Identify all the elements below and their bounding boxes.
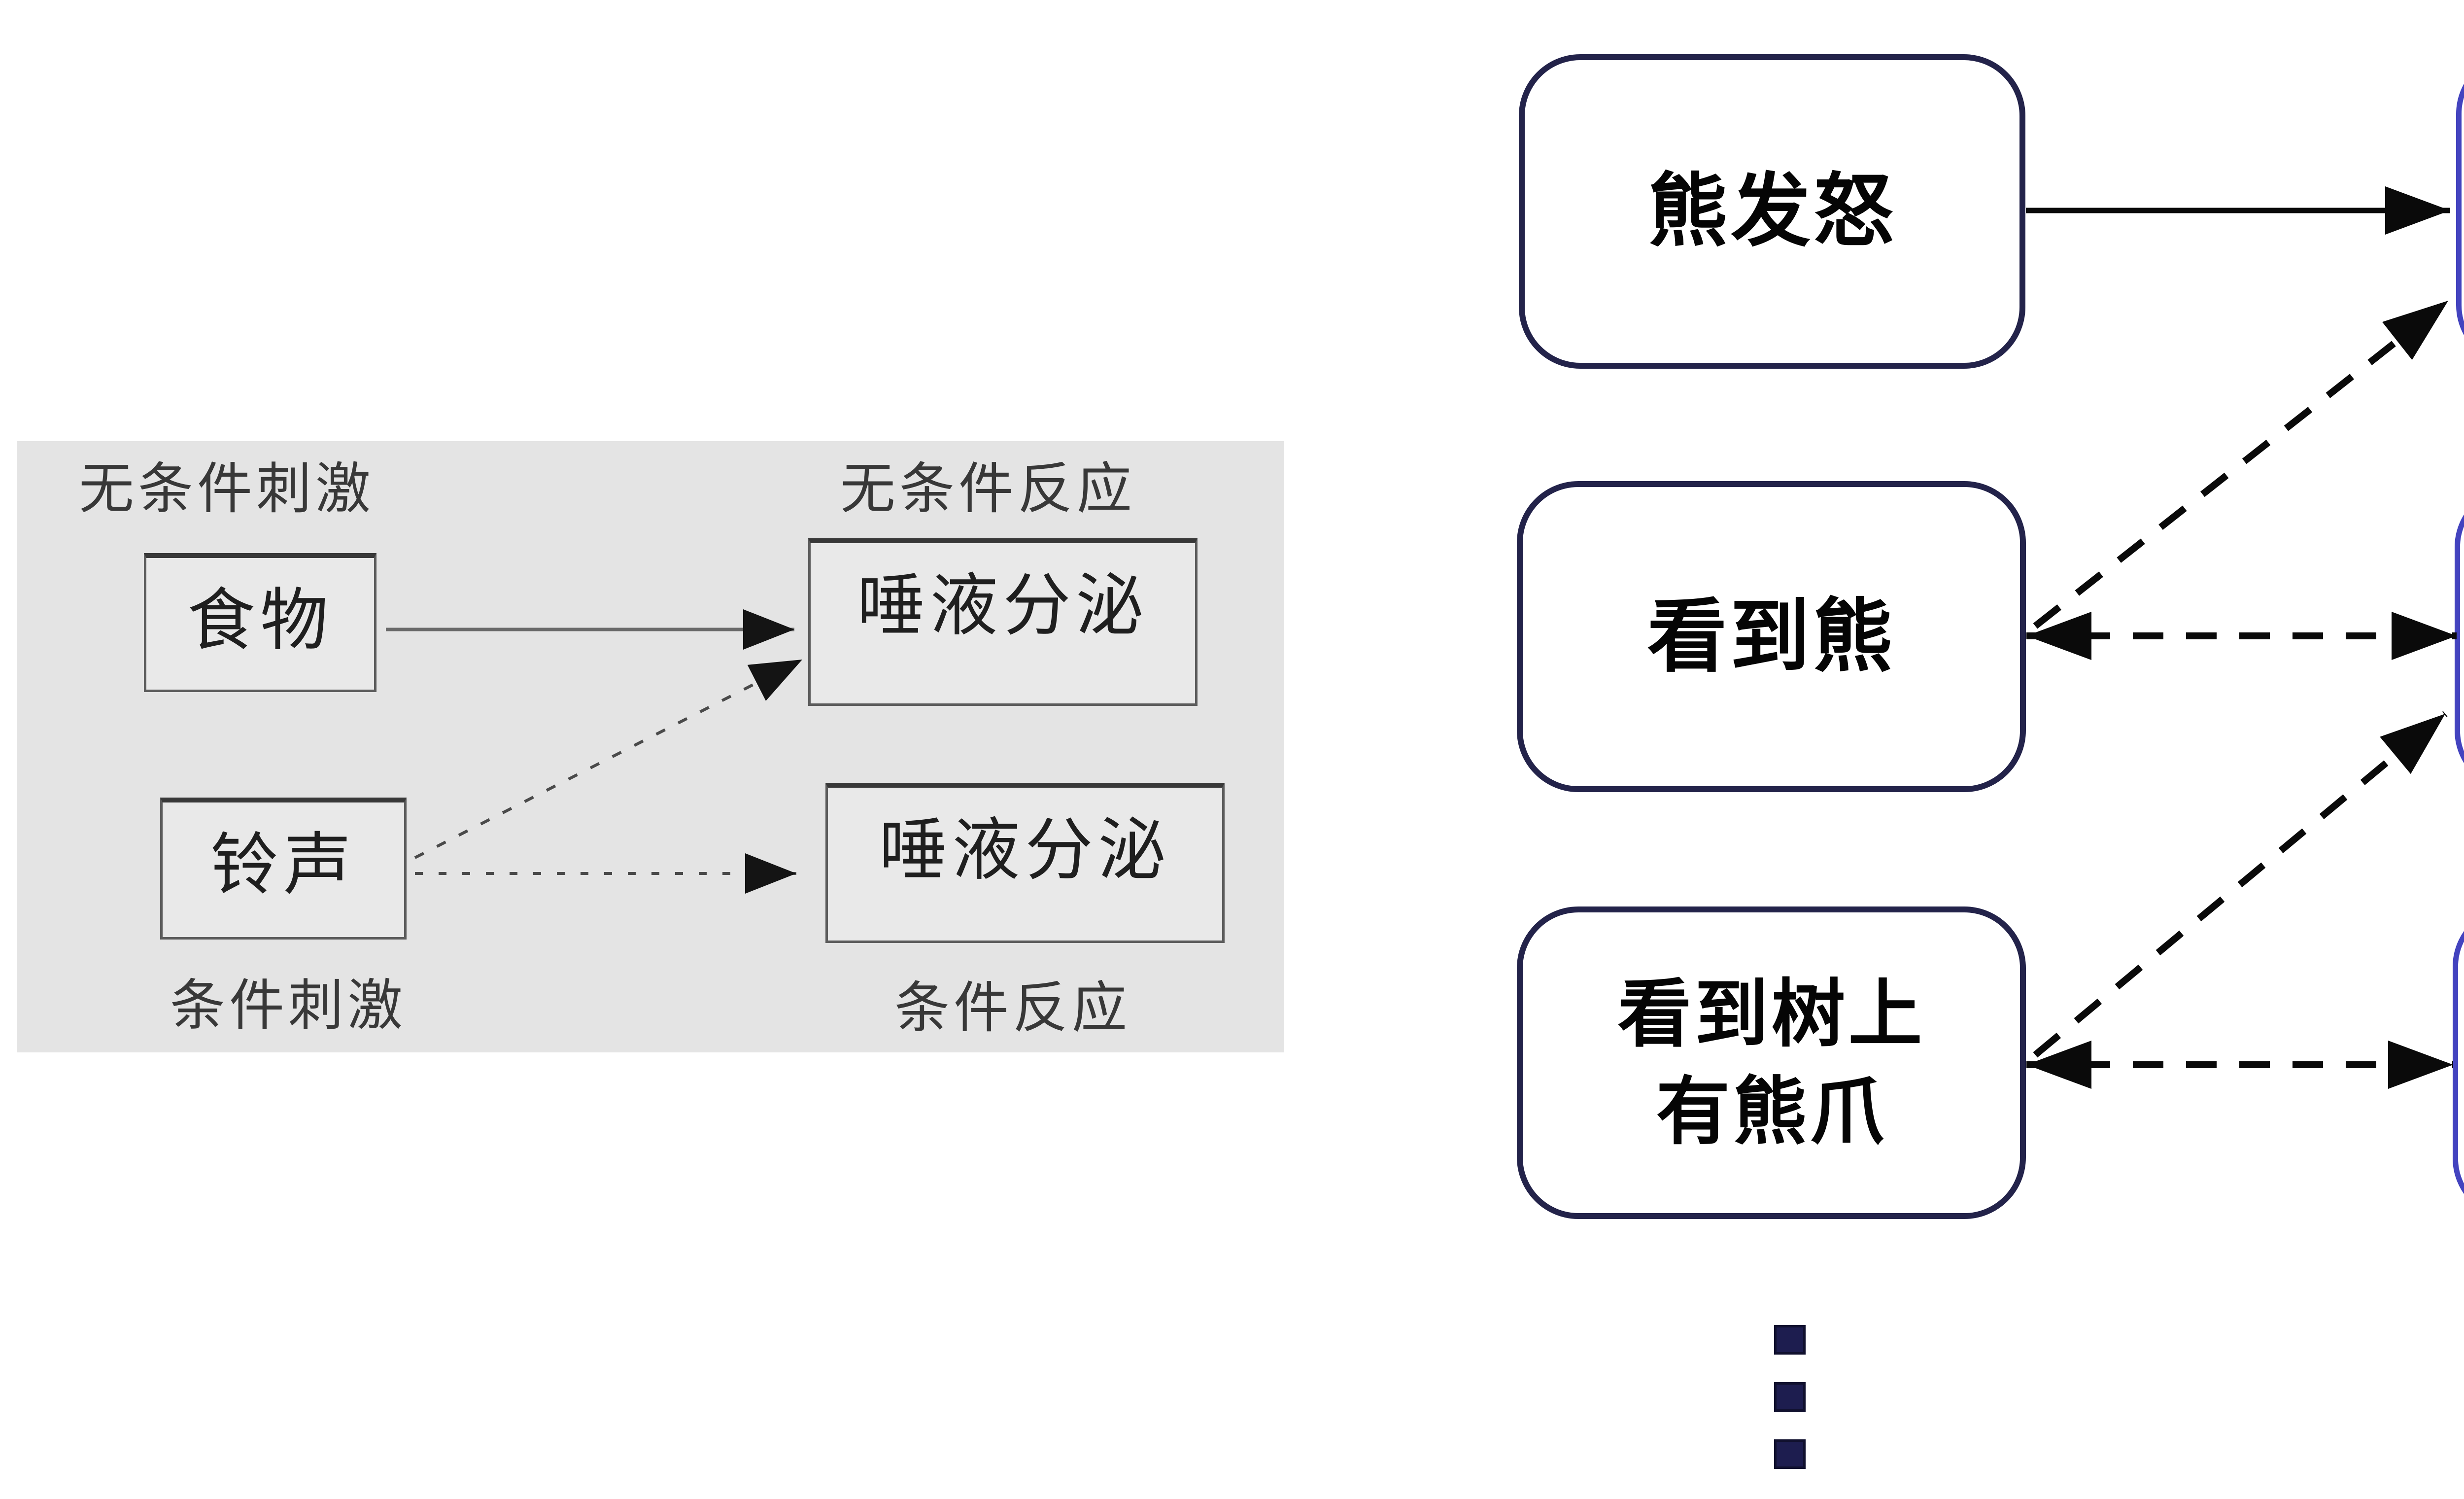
- box-bear-angry-label: 熊发怒: [1648, 167, 1896, 256]
- dashed-arrow-see-bear-to-reward: [2033, 298, 2451, 629]
- box-bell: 铃声: [160, 798, 407, 940]
- box-see-bear: 看到熊: [1517, 481, 2026, 792]
- label-conditioned-response: 条件反应: [894, 977, 1131, 1039]
- box-saliva-bottom: 唾液分泌: [825, 783, 1225, 943]
- box-saliva-top-label: 唾液分泌: [856, 568, 1149, 644]
- dashed-arrow-claw-to-value-next: [2033, 711, 2448, 1058]
- box-see-claw: 看到树上 有熊爪: [1517, 906, 2026, 1219]
- box-saliva-top: 唾液分泌: [808, 538, 1198, 706]
- box-see-claw-line1: 看到树上: [1617, 973, 1925, 1055]
- dashed-arrow-bell-to-saliva-top: [414, 658, 803, 859]
- label-unconditioned-response: 无条件反应: [840, 458, 1136, 520]
- left-dot-2: [1774, 1382, 1806, 1412]
- left-dot-3: [1774, 1439, 1806, 1469]
- left-dot-1: [1774, 1325, 1806, 1355]
- label-unconditioned-stimulus: 无条件刺激: [79, 458, 375, 520]
- box-food: 食物: [144, 553, 376, 692]
- box-see-claw-line2: 有熊爪: [1656, 1070, 1887, 1153]
- box-saliva-bottom-label: 唾液分泌: [879, 812, 1171, 888]
- conditioning-panel: 无条件刺激 无条件反应 条件刺激 条件反应 食物 唾液分泌 铃声 唾液分泌: [17, 441, 1284, 1052]
- box-bell-label: 铃声: [210, 827, 356, 903]
- box-see-bear-label: 看到熊: [1647, 592, 1896, 681]
- label-conditioned-stimulus: 条件刺激: [170, 975, 407, 1036]
- box-food-label: 食物: [187, 583, 333, 659]
- box-bear-angry: 熊发怒: [1519, 54, 2025, 369]
